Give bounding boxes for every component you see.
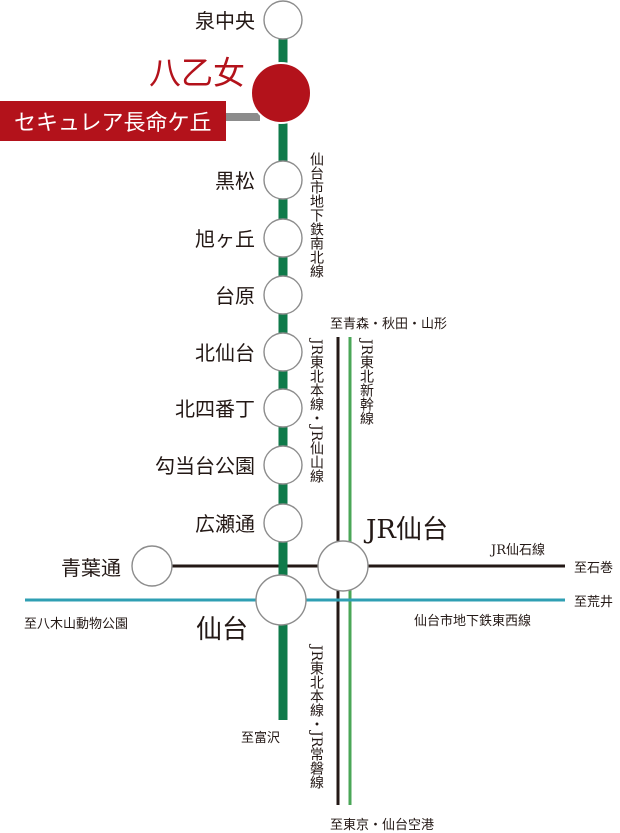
station-label-kuromatsu: 黒松 xyxy=(215,169,255,193)
station-label-hirosedori: 広瀬通 xyxy=(195,512,255,536)
station-label-izumi-chuo: 泉中央 xyxy=(195,9,255,33)
station-marker-sendai[interactable] xyxy=(255,574,307,626)
line-label-namboku: 仙台市地下鉄南北線 xyxy=(308,152,324,278)
destination-south-subway: 至富沢 xyxy=(241,730,280,746)
station-label-kitayobancho: 北四番丁 xyxy=(175,397,255,421)
destination-east-senseki: 至石巻 xyxy=(574,561,613,576)
station-marker-asahigaoka[interactable] xyxy=(263,218,303,258)
property-label[interactable]: セキュレア長命ケ丘 xyxy=(14,111,212,136)
station-label-asahigaoka: 旭ヶ丘 xyxy=(195,227,255,251)
station-label-jr-sendai: JR仙台 xyxy=(363,515,448,545)
station-marker-kitayobancho[interactable] xyxy=(263,388,303,428)
line-label-jr-senseki: JR仙石線 xyxy=(489,542,545,558)
station-label-kitasendai: 北仙台 xyxy=(195,341,255,365)
destination-west-tozai: 至八木山動物公園 xyxy=(24,617,128,632)
station-marker-yaotome[interactable] xyxy=(250,62,312,124)
station-label-koto-dai-koen: 勾当台公園 xyxy=(155,454,255,478)
destination-south-jr: 至東京・仙台空港 xyxy=(330,817,434,833)
station-marker-izumi-chuo[interactable] xyxy=(263,0,303,40)
station-marker-jr-sendai[interactable] xyxy=(317,540,369,592)
station-marker-koto-dai-koen[interactable] xyxy=(263,445,303,485)
line-label-jr-tohoku-senzan: JR東北本線・JR仙山線 xyxy=(308,339,324,484)
line-label-tozai: 仙台市地下鉄東西線 xyxy=(414,613,531,629)
destination-east-tozai: 至荒井 xyxy=(574,595,613,610)
station-label-aobadori: 青葉通 xyxy=(61,556,121,580)
station-marker-kitasendai[interactable] xyxy=(263,332,303,372)
station-marker-dainohara[interactable] xyxy=(263,275,303,315)
station-label-sendai: 仙台 xyxy=(196,615,248,645)
line-label-jr-tohoku-joban: JR東北本線・JR常磐線 xyxy=(308,645,324,790)
station-label-dainohara: 台原 xyxy=(215,284,255,308)
property-label-box[interactable] xyxy=(0,101,226,141)
line-label-jr-shinkansen: JR東北新幹線 xyxy=(358,339,374,426)
destination-north-jr: 至青森・秋田・山形 xyxy=(330,317,447,332)
station-marker-hirosedori[interactable] xyxy=(263,503,303,543)
station-marker-aobadori[interactable] xyxy=(131,545,173,587)
station-label-yaotome: 八乙女 xyxy=(149,54,245,92)
station-marker-kuromatsu[interactable] xyxy=(263,160,303,200)
